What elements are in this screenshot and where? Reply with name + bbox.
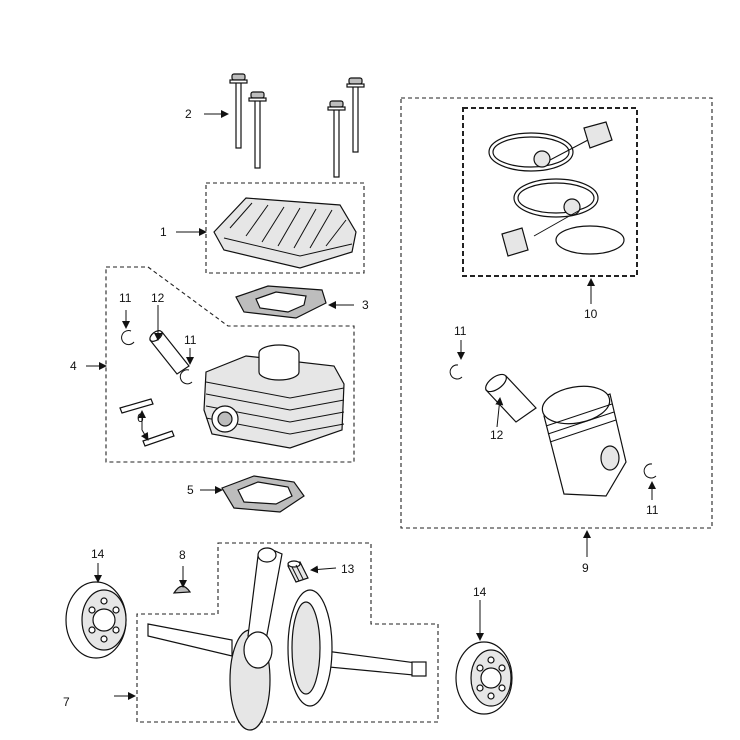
- cylinder-stud-bolts: [229, 73, 365, 178]
- piston-pin: [485, 373, 537, 423]
- callout-1: 1: [160, 225, 167, 239]
- woodruff-key: [172, 585, 192, 594]
- piston: [541, 385, 627, 497]
- callout-11: 11: [119, 291, 132, 305]
- crankshaft-group-outline: [136, 542, 439, 723]
- callout-10: 10: [584, 307, 598, 321]
- piston-rings-group-outline: [462, 107, 638, 277]
- callout-6: 6: [137, 411, 144, 425]
- main-bearing: [455, 641, 513, 715]
- callout-5: 5: [187, 483, 194, 497]
- callout-8: 8: [179, 548, 186, 562]
- needle-bearing: [287, 560, 309, 583]
- head-gasket: [235, 285, 327, 319]
- callout-2: 2: [185, 107, 192, 121]
- stud-bolt: [327, 100, 346, 178]
- callout-11: 11: [646, 503, 659, 517]
- base-gasket: [221, 475, 305, 513]
- callout-9: 9: [582, 561, 589, 575]
- callout-14: 14: [473, 585, 487, 599]
- callout-11: 11: [454, 324, 467, 338]
- callout-7: 7: [63, 695, 70, 709]
- callout-4: 4: [70, 359, 77, 373]
- piston-rings: [488, 121, 625, 257]
- callout-14: 14: [91, 547, 105, 561]
- circlip: [643, 463, 657, 479]
- circlip: [121, 330, 135, 346]
- leader-arrows: [86, 110, 656, 700]
- circlip: [449, 364, 463, 380]
- circlip: [179, 369, 193, 385]
- callout-11: 11: [184, 333, 197, 347]
- cylinder-group-outline: [105, 266, 355, 463]
- callout-13: 13: [341, 562, 355, 576]
- callout-3: 3: [362, 298, 369, 312]
- callout-labels: 2 1 3 11 12 11 4 6 5 10 11 12 11 9 14 8 …: [63, 107, 659, 709]
- cylinder-barrel: [203, 344, 345, 449]
- piston-kit-group-outline: [400, 97, 713, 529]
- callout-12: 12: [490, 428, 504, 442]
- stud-bolt: [248, 91, 267, 169]
- main-bearing: [65, 581, 127, 659]
- crankshaft: [147, 547, 427, 731]
- piston-pin: [149, 330, 190, 375]
- dowel-studs: [119, 398, 175, 447]
- cylinder-head: [213, 197, 357, 269]
- stud-bolt: [229, 73, 248, 149]
- stud-bolt: [346, 77, 365, 153]
- callout-12: 12: [151, 291, 165, 305]
